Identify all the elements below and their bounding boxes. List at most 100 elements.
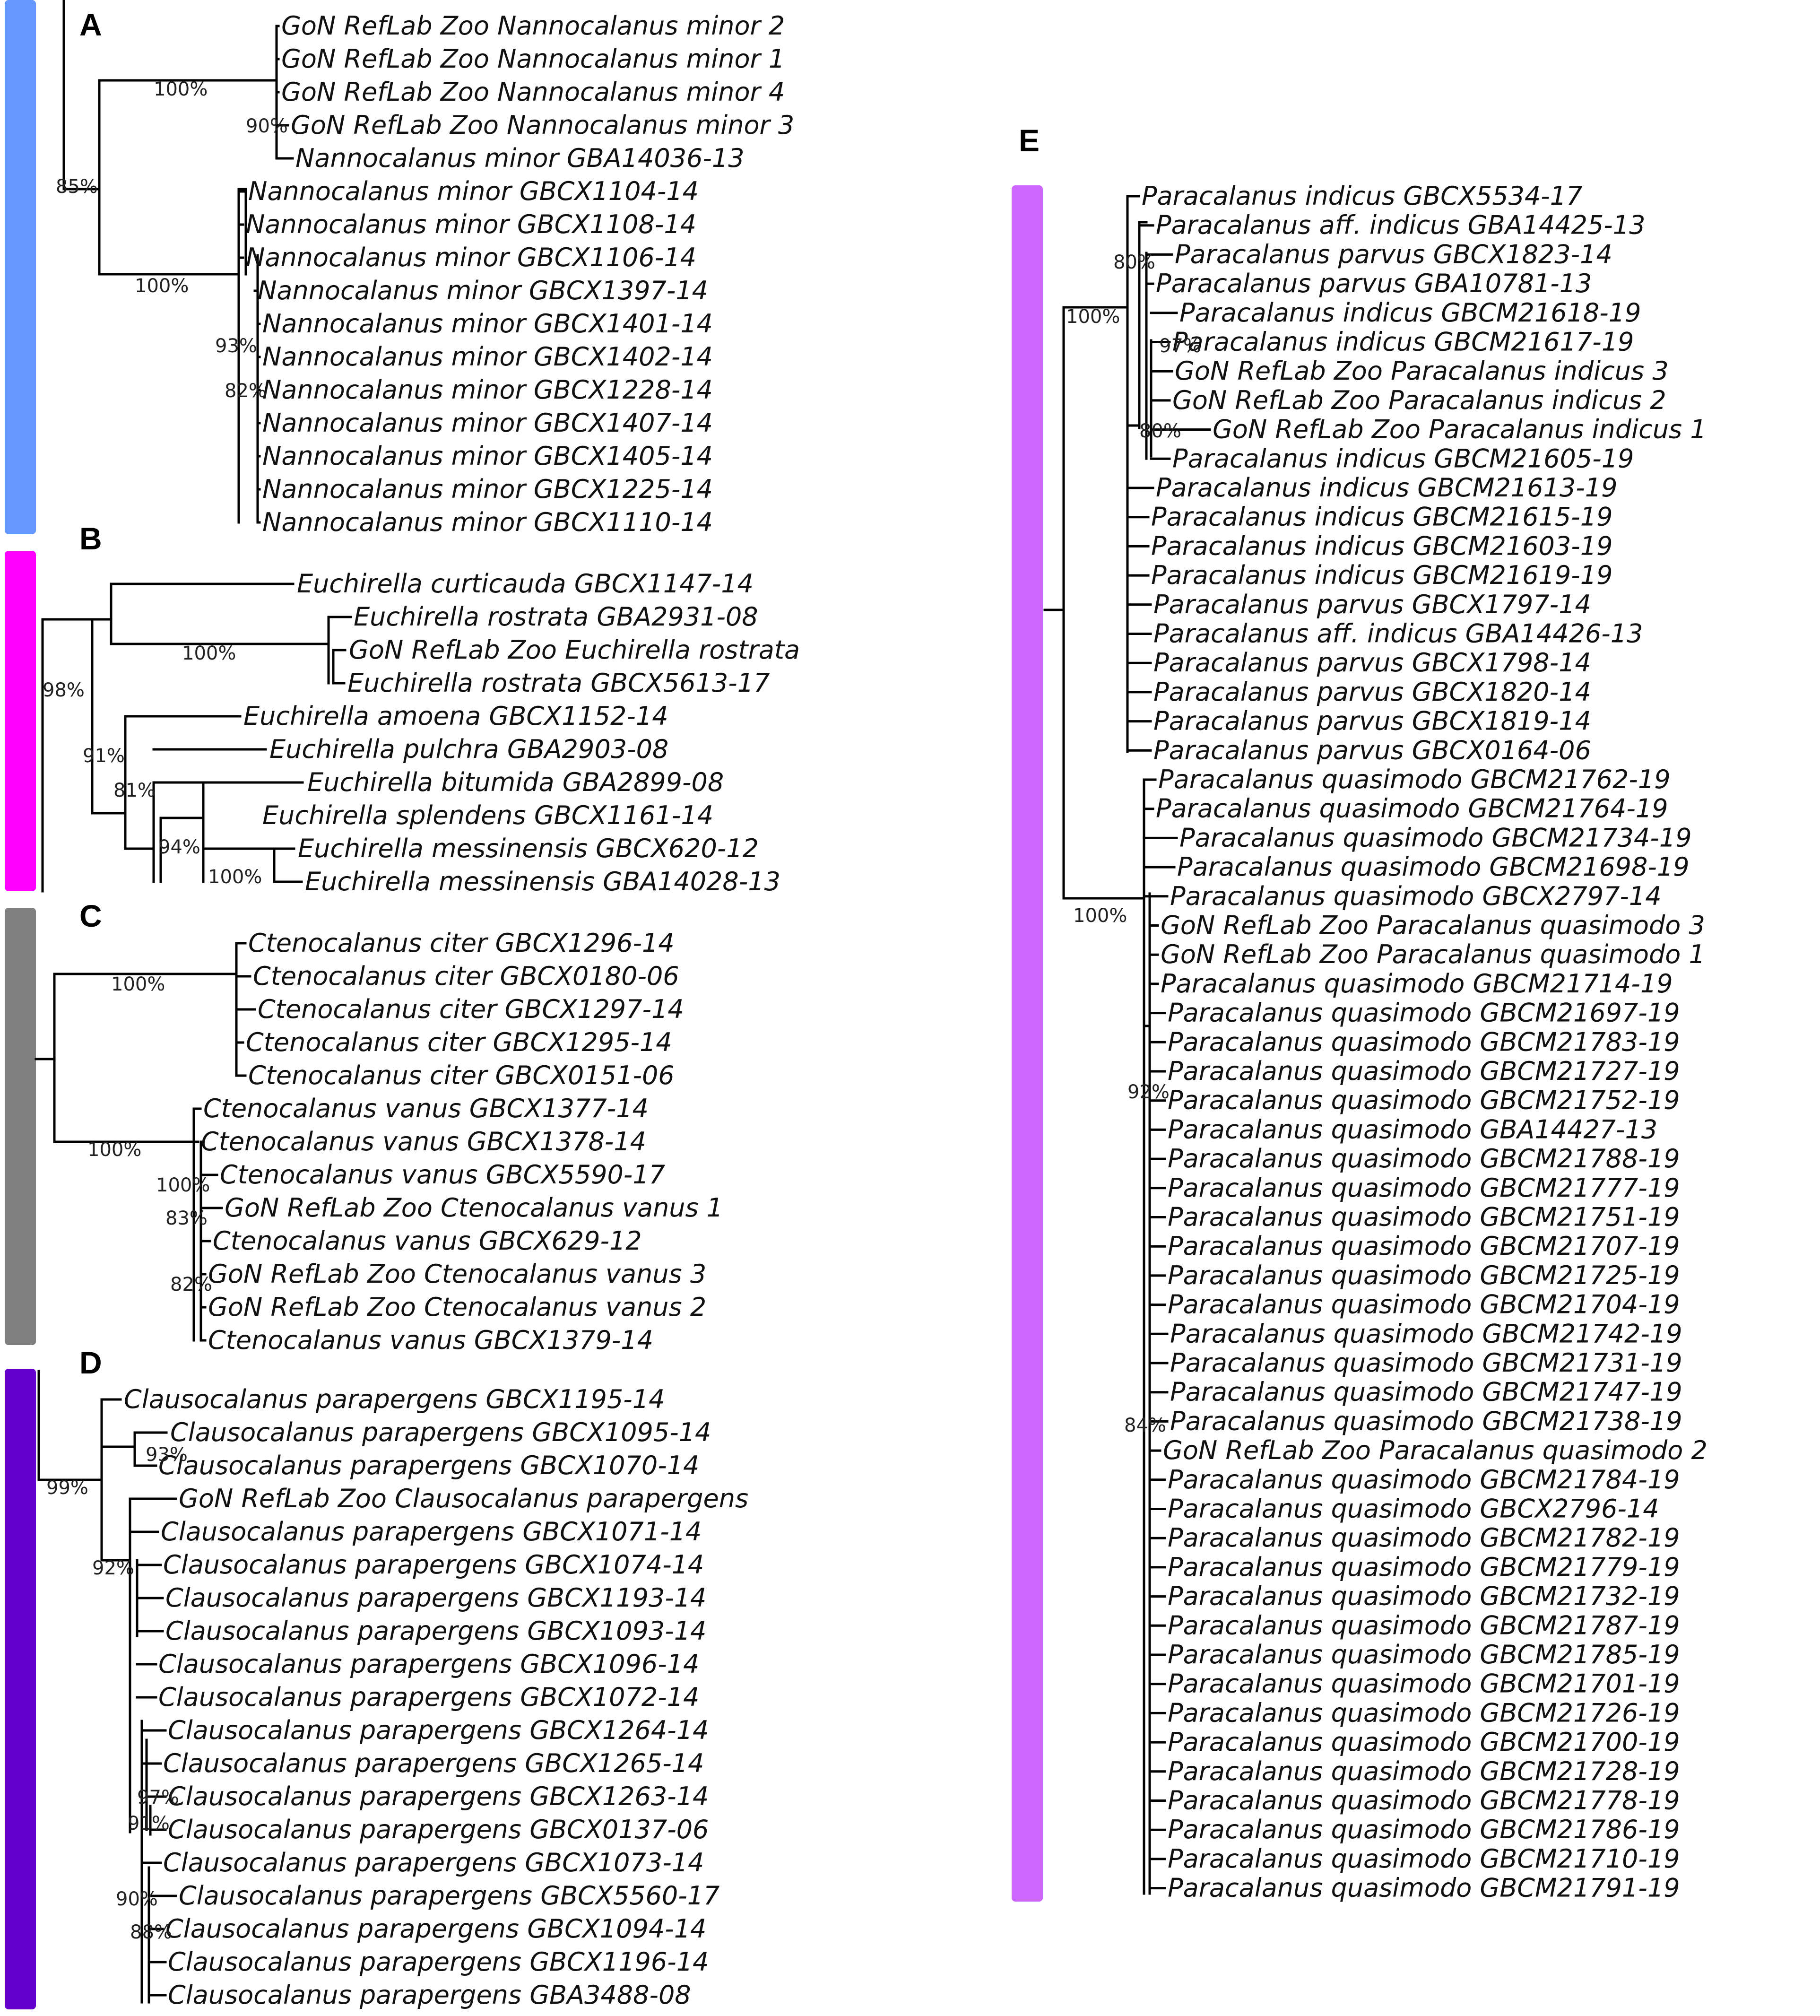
taxon-label: Nannocalanus minor GBCX1402-14: [262, 342, 713, 372]
support-value: 82%: [225, 380, 267, 402]
taxon-label: GoN RefLab Zoo Paracalanus quasimodo 1: [1161, 939, 1705, 969]
taxon-label: Paracalanus quasimodo GBCM21725-19: [1168, 1260, 1680, 1290]
taxon-label: Paracalanus parvus GBCX1823-14: [1175, 239, 1612, 269]
taxon-label: Paracalanus parvus GBCX1797-14: [1153, 590, 1591, 619]
taxon-label: Paracalanus quasimodo GBCM21762-19: [1158, 765, 1671, 794]
taxon-label: Paracalanus quasimodo GBCM21783-19: [1168, 1027, 1680, 1057]
support-value: 100%: [111, 973, 165, 995]
taxon-label: Clausocalanus parapergens GBCX1072-14: [158, 1682, 699, 1712]
support-value: 100%: [182, 643, 236, 664]
taxon-label: Ctenocalanus vanus GBCX1377-14: [203, 1094, 649, 1123]
taxon-label: Paracalanus indicus GBCM21603-19: [1151, 531, 1612, 561]
taxon-label: Paracalanus quasimodo GBCM21785-19: [1168, 1640, 1680, 1669]
taxon-label: Clausocalanus parapergens GBA3488-08: [168, 1980, 691, 2010]
taxon-label: GoN RefLab Zoo Clausocalanus parapergens: [179, 1484, 748, 1513]
taxon-label: Nannocalanus minor GBCX1407-14: [262, 408, 713, 438]
taxon-label: Ctenocalanus citer GBCX0151-06: [248, 1060, 675, 1090]
support-value: 100%: [154, 78, 208, 100]
support-value: 91%: [128, 1813, 170, 1834]
taxon-label: Paracalanus quasimodo GBCM21701-19: [1168, 1669, 1680, 1699]
taxon-label: Paracalanus aff. indicus GBA14425-13: [1156, 210, 1646, 240]
support-value: 97%: [137, 1787, 179, 1808]
taxon-label: Paracalanus quasimodo GBCM21700-19: [1168, 1727, 1680, 1757]
clade-bar-d: [5, 1369, 36, 2009]
taxon-label: Ctenocalanus vanus GBCX629-12: [213, 1226, 642, 1256]
panel-letter-b: B: [79, 521, 102, 556]
support-value: 80%: [1113, 252, 1155, 273]
support-value: 92%: [1127, 1081, 1170, 1103]
taxon-label: Clausocalanus parapergens GBCX5560-17: [179, 1881, 719, 1911]
taxon-label: Clausocalanus parapergens GBCX1195-14: [124, 1384, 665, 1414]
support-value: 81%: [113, 780, 156, 801]
taxon-label: GoN RefLab Zoo Nannocalanus minor 4: [281, 77, 785, 107]
taxon-label: Euchirella messinensis GBCX620-12: [298, 834, 759, 863]
taxon-label: Paracalanus quasimodo GBCM21704-19: [1168, 1290, 1680, 1320]
taxon-label: Paracalanus quasimodo GBCM21732-19: [1168, 1582, 1680, 1611]
taxon-label: Ctenocalanus vanus GBCX5590-17: [220, 1160, 665, 1190]
taxon-label: Paracalanus quasimodo GBCM21697-19: [1168, 998, 1680, 1028]
taxon-label: Paracalanus quasimodo GBCM21734-19: [1179, 823, 1692, 852]
taxon-label: Ctenocalanus citer GBCX1295-14: [246, 1027, 672, 1057]
panel-letter-d: D: [79, 1345, 102, 1380]
taxon-label: Paracalanus indicus GBCM21615-19: [1151, 502, 1612, 532]
taxon-label: GoN RefLab Zoo Paracalanus indicus 1: [1213, 415, 1707, 444]
taxon-label: Ctenocalanus vanus GBCX1378-14: [201, 1127, 646, 1156]
taxon-label: GoN RefLab Zoo Paracalanus indicus 2: [1172, 385, 1666, 415]
taxon-label: Euchirella curticauda GBCX1147-14: [297, 569, 754, 599]
support-value: 94%: [158, 836, 200, 858]
support-value: 91%: [83, 745, 125, 767]
taxon-label: Paracalanus quasimodo GBCM21698-19: [1177, 852, 1690, 882]
taxon-label: Paracalanus parvus GBA10781-13: [1156, 269, 1592, 298]
taxon-label: Clausocalanus parapergens GBCX1265-14: [163, 1748, 704, 1778]
taxon-label: Paracalanus parvus GBCX1819-14: [1153, 706, 1591, 736]
taxon-label: Euchirella rostrata GBCX5613-17: [347, 668, 770, 698]
clade-bar-c: [5, 908, 36, 1345]
taxon-label: GoN RefLab Zoo Nannocalanus minor 2: [281, 11, 785, 41]
clade-color-bars: [5, 0, 1043, 2009]
support-value: 100%: [208, 866, 262, 888]
taxon-label: Nannocalanus minor GBCX1397-14: [258, 276, 708, 305]
taxon-label: Paracalanus quasimodo GBCX2796-14: [1168, 1494, 1659, 1524]
taxon-label: GoN RefLab Zoo Nannocalanus minor 1: [281, 44, 785, 74]
clade-bar-e: [1012, 185, 1043, 1902]
taxon-label: Paracalanus quasimodo GBCM21784-19: [1168, 1465, 1680, 1495]
tree-branches: [35, 0, 1211, 2004]
support-value: 92%: [92, 1557, 134, 1579]
taxon-label: Clausocalanus parapergens GBCX0137-06: [168, 1815, 709, 1844]
taxon-label: Euchirella rostrata GBA2931-08: [354, 602, 758, 632]
taxon-label: Euchirella splendens GBCX1161-14: [262, 800, 713, 830]
support-value: 100%: [1066, 306, 1120, 328]
taxon-label: Nannocalanus minor GBCX1228-14: [262, 375, 713, 405]
taxon-label: Clausocalanus parapergens GBCX1096-14: [158, 1649, 699, 1679]
taxon-label: Ctenocalanus citer GBCX1296-14: [248, 928, 675, 958]
taxon-label: Clausocalanus parapergens GBCX1070-14: [158, 1451, 699, 1480]
taxon-label: Ctenocalanus vanus GBCX1379-14: [208, 1325, 653, 1355]
taxon-label: Paracalanus aff. indicus GBA14426-13: [1153, 619, 1643, 649]
taxon-label: GoN RefLab Zoo Paracalanus quasimodo 3: [1161, 911, 1705, 940]
support-value: 97%: [1159, 335, 1201, 357]
taxon-label: Paracalanus quasimodo GBCM21738-19: [1170, 1406, 1682, 1436]
support-values: 100%90%85%100%93%82%100%98%91%81%94%100%…: [43, 78, 1201, 1943]
taxon-label: Paracalanus quasimodo GBA14427-13: [1168, 1114, 1657, 1144]
support-value: 93%: [215, 335, 257, 357]
panel-letter-c: C: [79, 898, 102, 933]
support-value: 100%: [156, 1174, 210, 1196]
taxon-label: Paracalanus indicus GBCM21618-19: [1179, 298, 1641, 328]
taxon-label: Nannocalanus minor GBCX1108-14: [246, 209, 696, 239]
taxon-label: Paracalanus indicus GBCM21619-19: [1151, 560, 1612, 590]
taxon-label: Paracalanus quasimodo GBCM21727-19: [1168, 1056, 1680, 1086]
taxon-label: GoN RefLab Zoo Ctenocalanus vanus 2: [208, 1292, 706, 1322]
support-value: 99%: [46, 1477, 88, 1499]
taxon-label: Paracalanus quasimodo GBCM21752-19: [1168, 1086, 1680, 1115]
taxon-label: Paracalanus parvus GBCX1820-14: [1153, 677, 1591, 707]
support-value: 93%: [146, 1444, 188, 1466]
support-value: 82%: [170, 1274, 212, 1295]
taxon-label: Paracalanus parvus GBCX1798-14: [1153, 648, 1591, 678]
taxon-label: Paracalanus quasimodo GBCM21778-19: [1168, 1786, 1680, 1816]
taxon-label: Clausocalanus parapergens GBCX1094-14: [165, 1914, 706, 1944]
support-value: 84%: [1124, 1415, 1166, 1436]
taxon-label: Clausocalanus parapergens GBCX1073-14: [163, 1848, 704, 1877]
